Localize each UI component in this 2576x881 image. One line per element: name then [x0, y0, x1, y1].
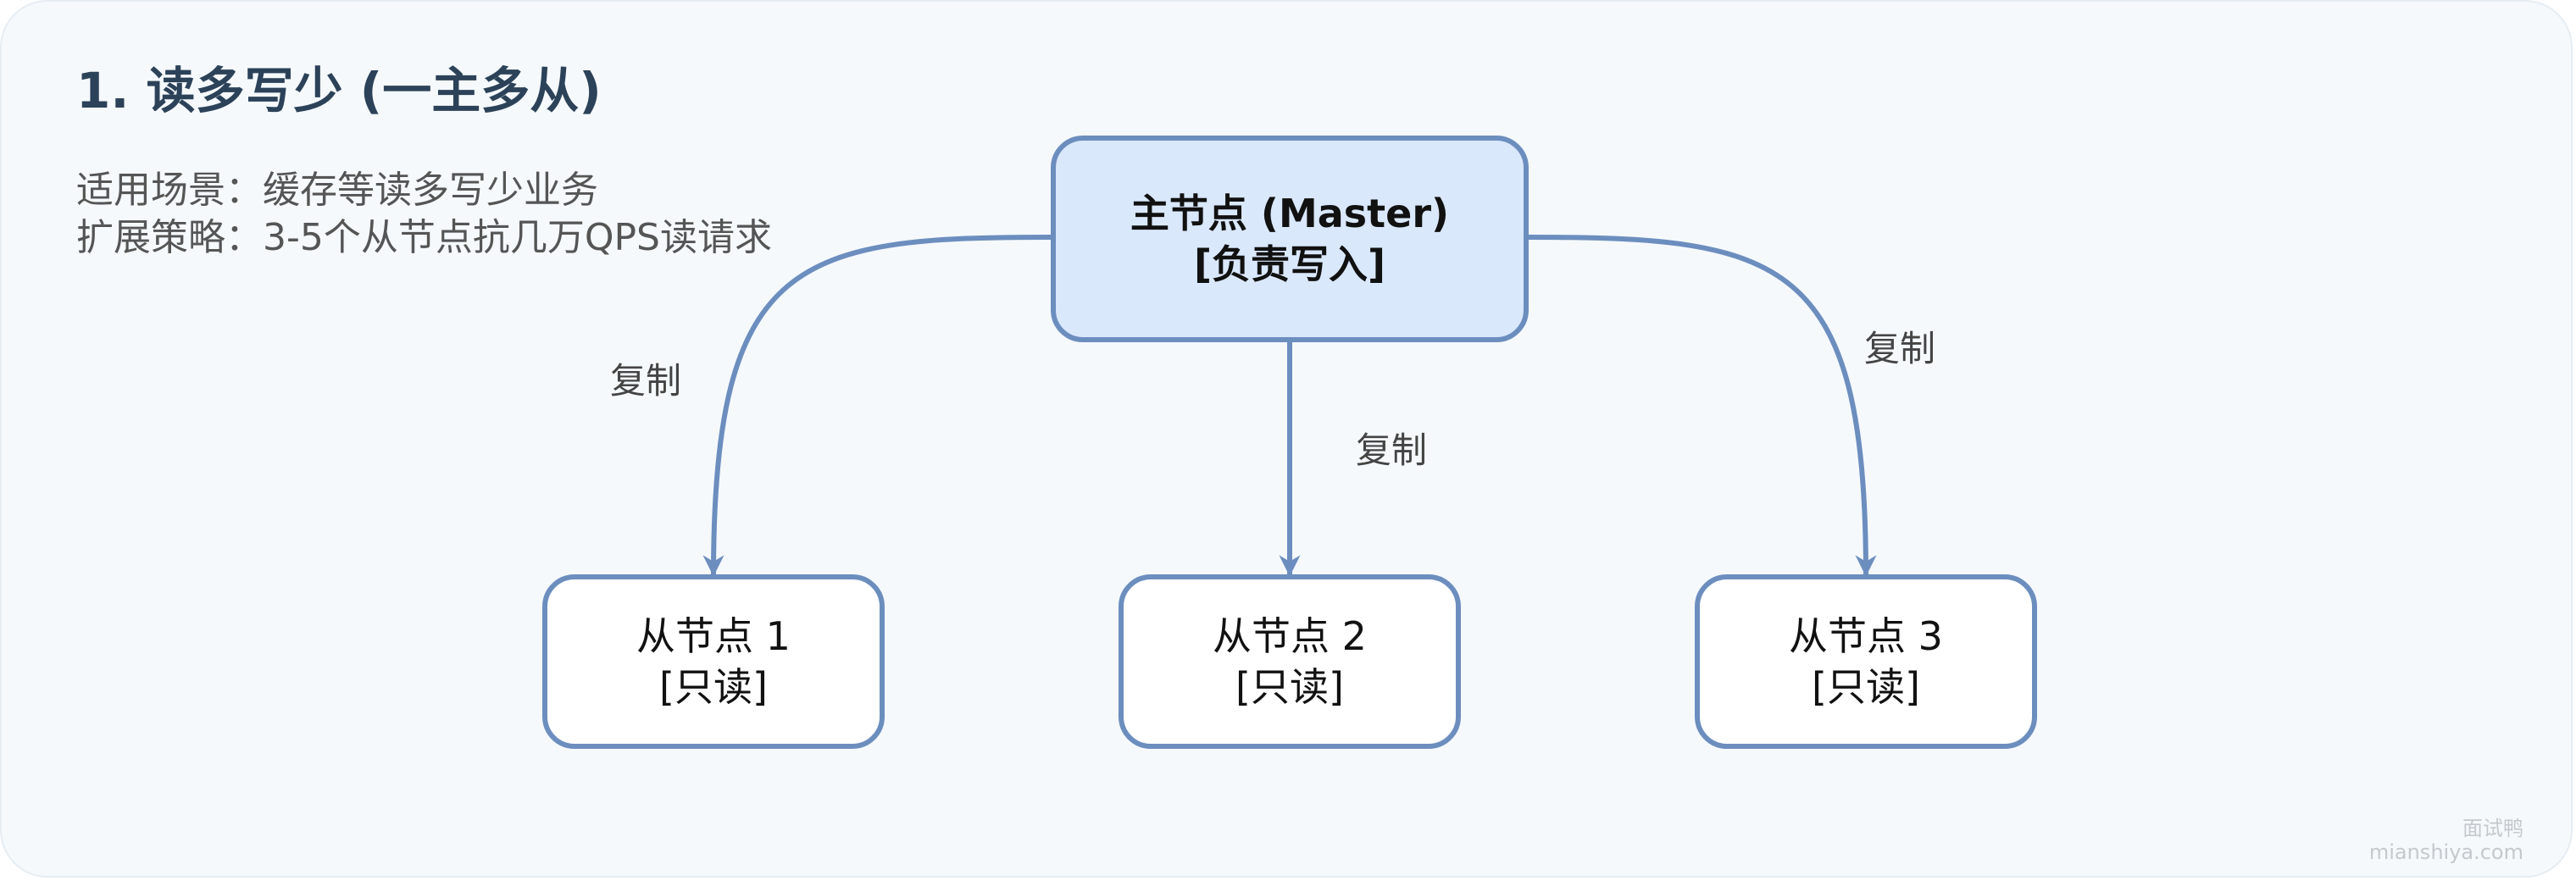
slave-node-2-role: [只读] [1235, 664, 1344, 710]
edge-label-2: 复制 [1356, 429, 1428, 471]
edge-master-slave-3 [1528, 235, 1877, 577]
slave-node-2: 从节点 2 [只读] [1119, 574, 1461, 749]
watermark-url: mianshiya.com [2368, 840, 2523, 864]
scenario-text: 适用场景：缓存等读多写少业务 [76, 169, 598, 212]
slave-node-1-role: [只读] [659, 664, 768, 710]
watermark: 面试鸭 mianshiya.com [2369, 817, 2523, 864]
edge-master-slave-1 [702, 235, 1052, 577]
watermark-brand: 面试鸭 [2462, 817, 2523, 840]
slave-node-3-name: 从节点 3 [1789, 613, 1943, 659]
slave-node-3: 从节点 3 [只读] [1695, 574, 2037, 749]
diagram-title: 1. 读多写少 (一主多从) [76, 62, 602, 119]
master-node: 主节点 (Master) [负责写入] [1051, 136, 1529, 342]
strategy-text: 扩展策略：3-5个从节点抗几万QPS读请求 [76, 216, 772, 259]
slave-node-2-name: 从节点 2 [1213, 613, 1367, 659]
master-node-role: [负责写入] [1193, 241, 1386, 287]
slave-node-3-role: [只读] [1812, 664, 1920, 710]
slave-node-1-name: 从节点 1 [636, 613, 791, 659]
edge-label-3: 复制 [1864, 328, 1936, 369]
edge-label-1: 复制 [610, 360, 682, 402]
slave-node-1: 从节点 1 [只读] [542, 574, 885, 749]
master-node-name: 主节点 (Master) [1130, 191, 1450, 236]
